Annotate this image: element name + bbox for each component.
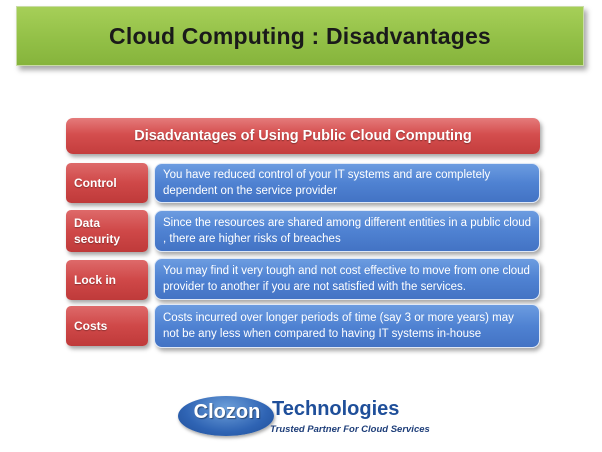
row-desc-lock-in: You may find it very tough and not cost …: [154, 258, 540, 300]
row-label-data-security: Data security: [66, 210, 148, 252]
logo-oval: [178, 396, 274, 436]
row-label-text: Costs: [74, 319, 108, 333]
row-desc-text: You may find it very tough and not cost …: [163, 265, 530, 293]
row-desc-data-security: Since the resources are shared among dif…: [154, 210, 540, 252]
logo-brand-suffix: Technologies: [272, 398, 400, 420]
logo-brand: Clozon: [193, 401, 261, 423]
title-bar: Cloud Computing : Disadvantages: [16, 6, 584, 66]
logo-tagline: Trusted Partner For Cloud Services: [270, 424, 430, 435]
row-label-text: Data security: [74, 216, 121, 246]
row-desc-text: You have reduced control of your IT syst…: [163, 169, 491, 197]
row-label-control: Control: [66, 163, 148, 203]
row-desc-costs: Costs incurred over longer periods of ti…: [154, 304, 540, 348]
row-label-text: Control: [74, 176, 117, 190]
row-label-costs: Costs: [66, 306, 148, 346]
section-header: Disadvantages of Using Public Cloud Comp…: [66, 118, 540, 154]
row-desc-control: You have reduced control of your IT syst…: [154, 163, 540, 203]
slide-title: Cloud Computing : Disadvantages: [109, 22, 491, 49]
row-label-text: Lock in: [74, 273, 117, 287]
section-header-text: Disadvantages of Using Public Cloud Comp…: [134, 128, 472, 144]
row-desc-text: Since the resources are shared among dif…: [163, 217, 532, 245]
row-desc-text: Costs incurred over longer periods of ti…: [163, 312, 514, 340]
row-label-lock-in: Lock in: [66, 260, 148, 300]
company-logo: Clozon Technologies Trusted Partner For …: [178, 392, 430, 442]
